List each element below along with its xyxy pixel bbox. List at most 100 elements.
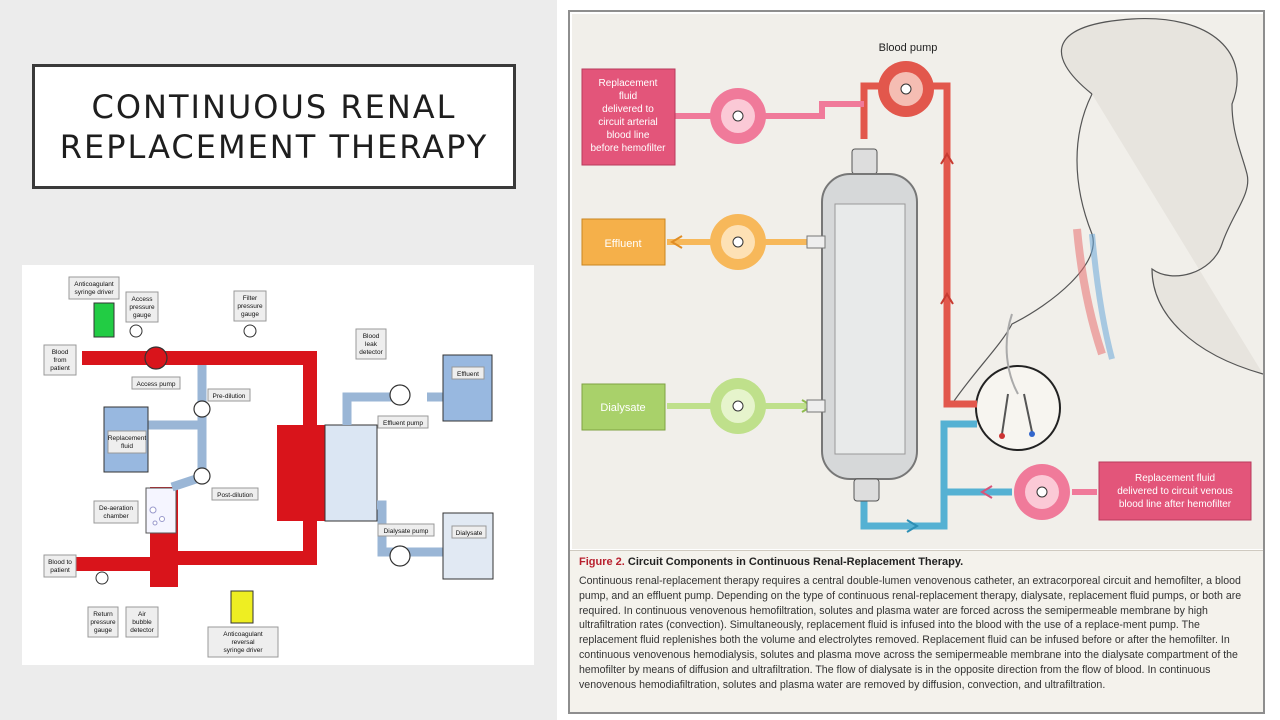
label-post-dilution: Post-dilution: [211, 487, 259, 501]
label-text: detector: [359, 349, 383, 356]
label-text: Replacement fluid: [1135, 473, 1215, 484]
label-text: blood line after hemofilter: [1119, 499, 1232, 510]
label-dialysate: Dialysate: [451, 525, 487, 539]
label-access-gauge: Access pressure gauge: [125, 291, 159, 323]
label-text: patient: [50, 365, 70, 372]
hemofilter-dialysate-side: [324, 424, 378, 522]
label-air-bubble: Air bubble detector: [125, 606, 159, 638]
gauges: [95, 324, 257, 585]
patient-face-icon: [951, 18, 1263, 405]
label-text: chamber: [103, 513, 129, 520]
label-text: Filter: [243, 295, 258, 302]
figure-frame: Blood pump Replacement fluid delivered t…: [568, 10, 1265, 714]
label-text: fluid: [619, 91, 637, 102]
neck-vessels: [1073, 228, 1106, 356]
left-panel: CONTINUOUS RENAL REPLACEMENT THERAPY: [0, 0, 557, 720]
arterial-line: [860, 82, 977, 408]
label-pre-dilution: Pre-dilution: [207, 388, 251, 402]
label-anticoagulant-reversal: Anticoagulant reversal syringe driver: [207, 626, 279, 658]
slide-title: CONTINUOUS RENAL REPLACEMENT THERAPY: [60, 87, 488, 167]
label-return-gauge: Return pressure gauge: [87, 606, 119, 638]
figure-title: Circuit Components in Continuous Renal-R…: [627, 556, 964, 568]
label-replacement-fluid: Replacement fluid: [107, 430, 147, 454]
label-text: Air: [138, 611, 147, 618]
label-access-pump: Access pump: [131, 376, 181, 390]
effluent-label: Effluent: [581, 218, 666, 266]
venous-line: [860, 420, 1012, 530]
figure-number: Figure 2.: [579, 556, 625, 568]
hemofilter: [806, 148, 918, 502]
effluent-pump-icon: [710, 214, 766, 270]
label-text: gauge: [133, 312, 151, 319]
label-blood-to-patient: Blood to patient: [43, 554, 77, 578]
label-text: Access pump: [136, 381, 175, 388]
label-text: Anticoagulant: [74, 281, 114, 288]
label-text: Replacement: [599, 78, 658, 89]
label-anticoagulant-driver: Anticoagulant syringe driver: [68, 276, 120, 300]
blood-pump-label: Blood pump: [879, 42, 938, 54]
label-text: Pre-dilution: [213, 393, 246, 400]
effluent-container: [442, 354, 493, 422]
label-text: fluid: [121, 443, 133, 450]
label-text: pressure: [129, 304, 155, 311]
pre-replacement-label: Replacement fluid delivered to circuit a…: [581, 68, 676, 166]
label-text: gauge: [241, 311, 259, 318]
title-box: CONTINUOUS RENAL REPLACEMENT THERAPY: [32, 64, 516, 189]
anticoagulant-syringe-driver: [93, 302, 115, 338]
label-text: Return: [93, 611, 113, 618]
label-text: Dialysate: [600, 402, 645, 414]
label-dialysate-pump: Dialysate pump: [377, 523, 435, 537]
label-text: Blood to: [48, 559, 72, 566]
label-effluent: Effluent: [451, 366, 485, 380]
label-text: before hemofilter: [590, 143, 666, 154]
caption-heading: Figure 2. Circuit Components in Continuo…: [579, 555, 1254, 570]
label-text: leak: [365, 341, 378, 348]
label-text: blood line: [607, 130, 650, 141]
circuit-illustration: Blood pump Replacement fluid delivered t…: [572, 14, 1263, 549]
dialysate-label: Dialysate: [581, 383, 666, 431]
label-text: Blood: [52, 349, 69, 356]
label-text: detector: [130, 627, 154, 634]
title-line-1: CONTINUOUS RENAL: [91, 87, 457, 126]
label-text: delivered to circuit venous: [1117, 486, 1233, 497]
label-text: bubble: [132, 619, 152, 626]
label-text: Blood: [363, 333, 380, 340]
label-text: De-aeration: [99, 505, 133, 512]
label-text: patient: [50, 567, 70, 574]
label-blood-leak: Blood leak detector: [355, 328, 387, 360]
label-text: circuit arterial: [598, 117, 657, 128]
label-filter-gauge: Filter pressure gauge: [233, 290, 267, 322]
label-text: Effluent: [604, 238, 641, 250]
label-blood-from-patient: Blood from patient: [43, 344, 77, 376]
dialysate-pump-icon: [710, 378, 766, 434]
label-text: syringe driver: [223, 647, 263, 654]
label-text: delivered to: [602, 104, 654, 115]
label-text: from: [54, 357, 67, 364]
crrt-schematic-diagram: Anticoagulant syringe driver Access pres…: [22, 265, 534, 665]
figure-caption: Figure 2. Circuit Components in Continuo…: [570, 550, 1263, 712]
label-text: Anticoagulant: [223, 631, 263, 638]
label-text: Post-dilution: [217, 492, 253, 499]
label-text: syringe driver: [74, 289, 114, 296]
label-text: reversal: [231, 639, 255, 646]
label-text: gauge: [94, 627, 112, 634]
blood-pump-icon: [878, 61, 934, 117]
title-line-2: REPLACEMENT THERAPY: [59, 127, 489, 166]
catheter-inset: [975, 365, 1061, 451]
pumps: [144, 346, 411, 567]
label-text: Effluent: [457, 371, 479, 378]
dialysate-container: [442, 512, 494, 580]
label-effluent-pump: Effluent pump: [377, 415, 429, 429]
label-text: Dialysate: [456, 530, 483, 537]
label-text: pressure: [90, 619, 116, 626]
label-text: Effluent pump: [383, 420, 423, 427]
post-replacement-label: Replacement fluid delivered to circuit v…: [1098, 461, 1252, 521]
label-text: Replacement: [108, 435, 146, 442]
label-text: Access: [132, 296, 154, 303]
caption-body: Continuous renal-replacement therapy req…: [579, 575, 1242, 691]
label-text: Dialysate pump: [384, 528, 429, 535]
label-deaeration: De-aeration chamber: [93, 500, 139, 524]
blood-circuit: [58, 351, 325, 587]
pre-replacement-pump-icon: [710, 88, 766, 144]
